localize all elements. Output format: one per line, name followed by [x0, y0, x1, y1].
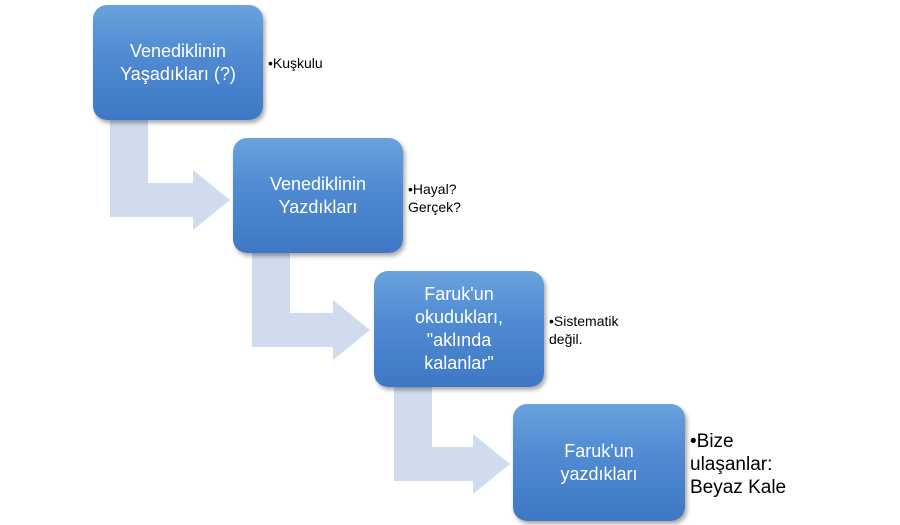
step-box-faruk-yazdiklari: Faruk'un yazdıkları	[513, 404, 685, 521]
step-label: Venediklinin Yaşadıkları (?)	[120, 40, 236, 84]
step-note-sistematik-degil: •Sistematik değil.	[549, 313, 619, 347]
connector-arrow-2	[252, 252, 370, 360]
step-label: Venediklinin Yazdıkları	[269, 173, 367, 217]
connector-arrow-3	[394, 387, 510, 494]
step-note-hayal-gercek: •Hayal? Gerçek?	[408, 181, 461, 215]
step-label: Faruk'un yazdıkları	[560, 440, 638, 484]
step-note-bize-ulasanlar: •Bize ulaşanlar: Beyaz Kale	[690, 431, 787, 498]
step-box-venediklinin-yazdiklari: Venediklinin Yazdıkları	[233, 138, 403, 253]
step-box-faruk-okuduklari: Faruk'un okudukları, "aklında kalanlar"	[374, 271, 544, 387]
step-box-venediklinin-yasadiklari: Venediklinin Yaşadıkları (?)	[93, 5, 263, 120]
step-label: Faruk'un okudukları, "aklında kalanlar"	[414, 284, 504, 373]
step-note-kuskulu: •Kuşkulu	[268, 55, 323, 71]
connector-arrow-1	[110, 120, 230, 230]
